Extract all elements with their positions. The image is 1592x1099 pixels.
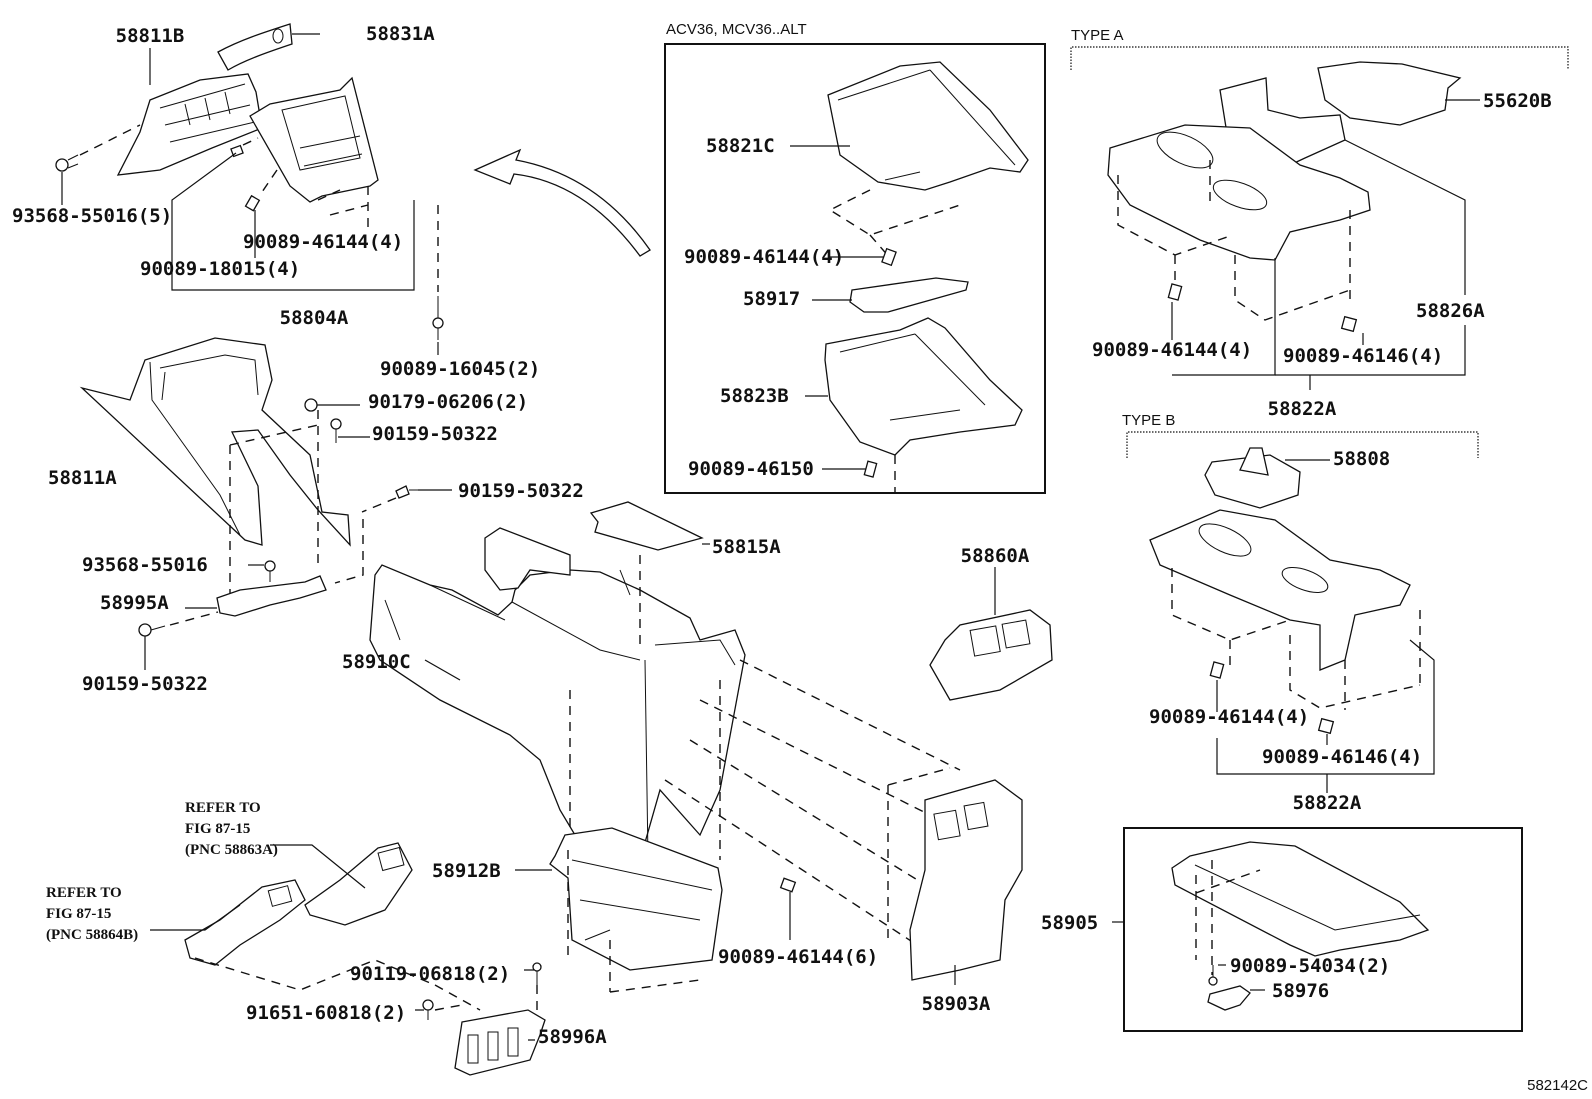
callout-p90159-50322-a[interactable]: 90159-50322 bbox=[372, 423, 498, 445]
figure-code[interactable]: 582142C bbox=[1527, 1077, 1588, 1094]
part-58823B-lower-box[interactable] bbox=[824, 317, 1023, 456]
part-58910C-center-console[interactable] bbox=[369, 564, 746, 861]
screw-90159-50322-a-icon bbox=[330, 418, 342, 443]
type-a-bracket bbox=[1070, 46, 1569, 70]
callout-b-58808[interactable]: 58808 bbox=[1333, 448, 1390, 470]
callout-p90089-54034-2[interactable]: 90089-54034(2) bbox=[1230, 955, 1390, 977]
part-58811B-bezel[interactable] bbox=[116, 73, 263, 176]
callout-p90089-18015-4[interactable]: 90089-18015(4) bbox=[140, 258, 300, 280]
callout-p90159-50322-c[interactable]: 90159-50322 bbox=[82, 673, 208, 695]
callout-p58912B[interactable]: 58912B bbox=[432, 860, 501, 882]
callout-b-90089-46144-4[interactable]: 90089-46144(4) bbox=[1149, 706, 1309, 728]
note-refer-58864B-line-2[interactable]: (PNC 58864B) bbox=[46, 927, 138, 943]
callout-p58804A[interactable]: 58804A bbox=[280, 307, 349, 329]
nut-90179-06206-icon bbox=[304, 398, 318, 412]
callout-p91651-60818-2[interactable]: 91651-60818(2) bbox=[246, 1002, 406, 1024]
clip-93568-55016-icon bbox=[55, 154, 79, 172]
clip-a-90089-46144-icon bbox=[1167, 283, 1183, 301]
note-refer-58864B-line-1[interactable]: FIG 87-15 bbox=[46, 906, 111, 922]
clip-90089-18015-icon bbox=[230, 144, 244, 158]
part-58996A-bracket[interactable] bbox=[454, 1009, 546, 1076]
type-b-bracket bbox=[1126, 431, 1479, 458]
clip-90089-46144-6-icon bbox=[779, 877, 797, 893]
callout-p58976[interactable]: 58976 bbox=[1272, 980, 1329, 1002]
part-58821C-upper-panel[interactable] bbox=[827, 61, 1029, 191]
screw-90089-16045-icon bbox=[432, 296, 444, 340]
part-console-support-frame[interactable] bbox=[484, 527, 571, 591]
callout-alt-90089-46150[interactable]: 90089-46150 bbox=[688, 458, 814, 480]
callout-a-58822A[interactable]: 58822A bbox=[1268, 398, 1337, 420]
note-refer-58863A-line-0[interactable]: REFER TO bbox=[185, 800, 261, 816]
callout-p90179-06206-2[interactable]: 90179-06206(2) bbox=[368, 391, 528, 413]
arrow-icon bbox=[473, 148, 651, 257]
part-58905-armrest[interactable] bbox=[1171, 841, 1430, 957]
screw-90089-54034-icon bbox=[1208, 965, 1218, 986]
callout-p58815A[interactable]: 58815A bbox=[712, 536, 781, 558]
callout-p90159-50322-b[interactable]: 90159-50322 bbox=[458, 480, 584, 502]
callout-p93568-55016[interactable]: 93568-55016 bbox=[82, 554, 208, 576]
callout-b-90089-46146-4[interactable]: 90089-46146(4) bbox=[1262, 746, 1422, 768]
clip-alt-90089-46144-icon bbox=[881, 247, 897, 267]
labels-layer: 58811B 58831A 93568-55016(5) 90089-46144(4)… bbox=[12, 21, 1588, 1094]
alt-group-box bbox=[664, 43, 1046, 494]
note-refer-58863A-line-2[interactable]: (PNC 58863A) bbox=[185, 842, 278, 858]
callout-p90089-16045-2[interactable]: 90089-16045(2) bbox=[380, 358, 540, 380]
callout-p58905[interactable]: 58905 bbox=[1041, 912, 1098, 934]
group-header-type-b[interactable]: TYPE B bbox=[1122, 412, 1175, 429]
callout-alt-58821C[interactable]: 58821C bbox=[706, 135, 775, 157]
part-55620B-box[interactable] bbox=[1317, 61, 1462, 126]
part-58808-shift-boot[interactable] bbox=[1204, 447, 1301, 509]
clip-b-90089-46146-icon bbox=[1317, 717, 1335, 735]
part-58912B-storage-box[interactable] bbox=[549, 827, 723, 971]
callout-p58811A[interactable]: 58811A bbox=[48, 467, 117, 489]
callout-p90089-46144-6[interactable]: 90089-46144(6) bbox=[718, 946, 878, 968]
callout-p93568-55016-5[interactable]: 93568-55016(5) bbox=[12, 205, 172, 227]
clip-a-90089-46146-icon bbox=[1340, 315, 1358, 333]
part-58815A-mat[interactable] bbox=[589, 501, 704, 551]
note-refer-58864B-line-0[interactable]: REFER TO bbox=[46, 885, 122, 901]
armrest-group-box bbox=[1123, 827, 1523, 1032]
screw-90119-06818-icon bbox=[532, 962, 542, 985]
callout-p58995A[interactable]: 58995A bbox=[100, 592, 169, 614]
callout-b-58822A[interactable]: 58822A bbox=[1293, 792, 1362, 814]
callout-p90089-46144-4-top[interactable]: 90089-46144(4) bbox=[243, 231, 403, 253]
clip-90089-46150-icon bbox=[863, 460, 878, 478]
callout-p58860A[interactable]: 58860A bbox=[961, 545, 1030, 567]
callout-p58811B[interactable]: 58811B bbox=[116, 25, 185, 47]
group-header-type-a[interactable]: TYPE A bbox=[1071, 27, 1124, 44]
part-58995A-bracket[interactable] bbox=[216, 575, 327, 617]
callout-alt-90089-46144-4[interactable]: 90089-46144(4) bbox=[684, 246, 844, 268]
clip-b-90089-46144-icon bbox=[1209, 661, 1225, 679]
part-58822A-type-a-bezel[interactable] bbox=[1107, 124, 1371, 261]
part-58860A-rear-vent[interactable] bbox=[929, 609, 1053, 701]
part-58976-bracket[interactable] bbox=[1207, 985, 1251, 1011]
part-58903A-rear-panel[interactable] bbox=[909, 779, 1023, 981]
note-refer-58863A-line-1[interactable]: FIG 87-15 bbox=[185, 821, 250, 837]
callout-a-90089-46144-4[interactable]: 90089-46144(4) bbox=[1092, 339, 1252, 361]
screw-93568-55016-icon bbox=[264, 560, 276, 582]
callout-p58910C[interactable]: 58910C bbox=[342, 651, 411, 673]
callout-p58996A[interactable]: 58996A bbox=[538, 1026, 607, 1048]
part-58917-tray[interactable] bbox=[849, 277, 969, 313]
callout-a-58826A[interactable]: 58826A bbox=[1416, 300, 1485, 322]
callout-alt-58823B[interactable]: 58823B bbox=[720, 385, 789, 407]
callout-p58903A[interactable]: 58903A bbox=[922, 993, 991, 1015]
callout-p58831A[interactable]: 58831A bbox=[366, 23, 435, 45]
part-duct-58864B[interactable] bbox=[184, 879, 306, 966]
callout-alt-58917[interactable]: 58917 bbox=[743, 288, 800, 310]
callout-a-90089-46146-4[interactable]: 90089-46146(4) bbox=[1283, 345, 1443, 367]
screw-90159-50322-b-icon bbox=[395, 485, 420, 499]
part-58804A-panel[interactable] bbox=[249, 76, 379, 203]
screw-91651-60818-icon bbox=[422, 999, 434, 1020]
group-header-alt[interactable]: ACV36, MCV36..ALT bbox=[666, 21, 807, 38]
screw-90159-50322-c-icon bbox=[138, 623, 166, 637]
clip-90089-46144-top-icon bbox=[244, 194, 261, 212]
part-58811A-console-side[interactable] bbox=[79, 337, 351, 547]
callout-a-55620B[interactable]: 55620B bbox=[1483, 90, 1552, 112]
callout-p90119-06818-2[interactable]: 90119-06818(2) bbox=[350, 963, 510, 985]
part-58831A-plate[interactable] bbox=[217, 23, 293, 71]
part-58822A-type-b-bezel[interactable] bbox=[1149, 509, 1411, 671]
part-duct-58863A[interactable] bbox=[304, 842, 413, 926]
